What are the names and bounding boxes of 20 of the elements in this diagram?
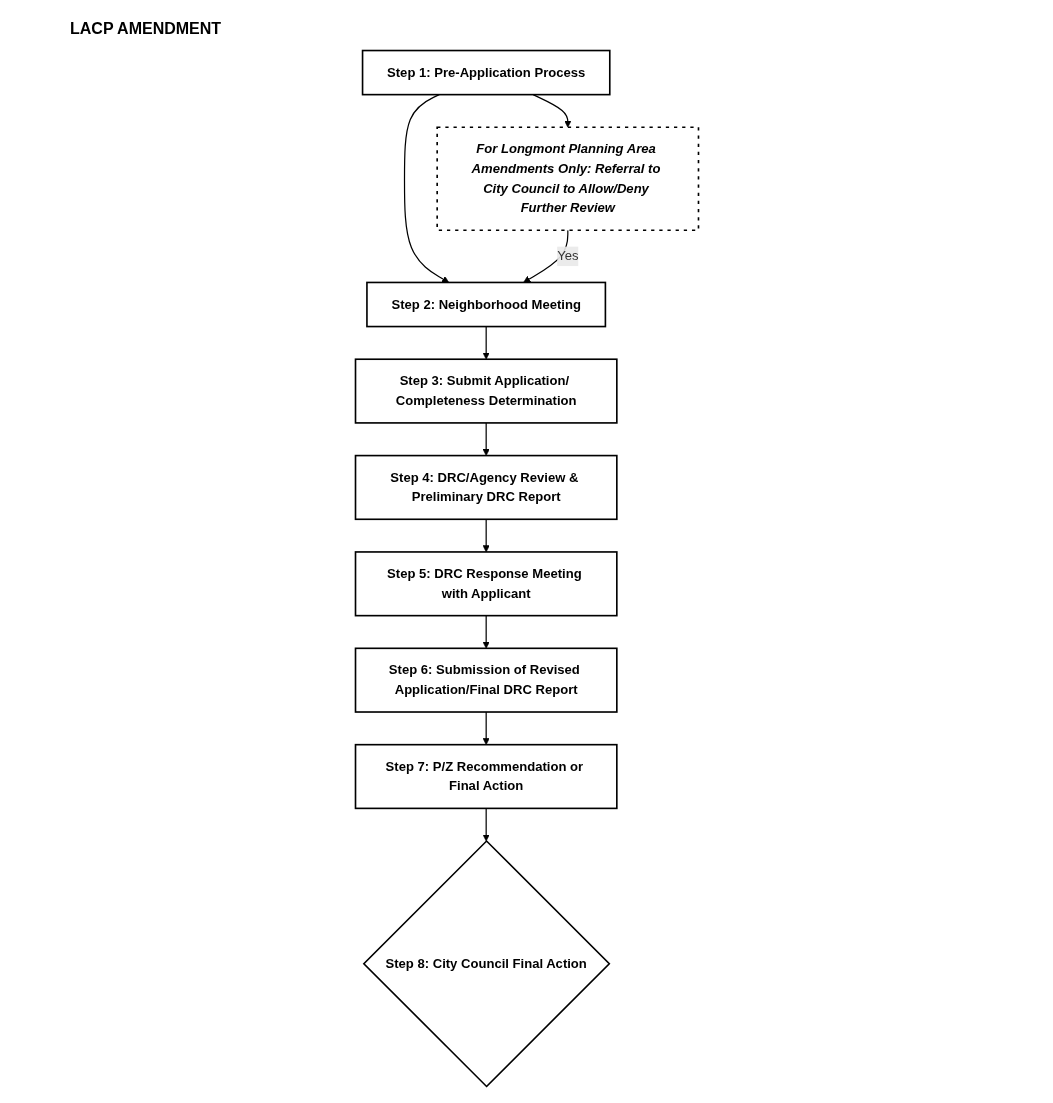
arrow — [482, 615, 490, 649]
diagram-title: LACP AMENDMENT — [70, 20, 222, 38]
arrow — [403, 94, 449, 283]
node-box: Step 2: Neighborhood Meeting — [365, 281, 606, 328]
node-box: Step 5: DRC Response Meeting with Applicant — [354, 551, 618, 617]
node-diamond: Step 8: City Council Final Action — [362, 839, 610, 1088]
node-box: Step 1: Pre-Application Process — [361, 49, 611, 96]
node-box: Step 3: Submit Application/ Completeness Determination — [354, 358, 618, 424]
arrow — [482, 807, 490, 842]
arrow — [531, 94, 571, 128]
node-box: For Longmont Planning Area Amendments Only: Referral to City Council to Allow/Deny Further Review — [435, 126, 699, 231]
arrow — [482, 518, 490, 553]
node-box: Step 4: DRC/Agency Review & Preliminary DRC Report — [354, 454, 618, 521]
arrow — [522, 229, 568, 283]
arrow — [482, 711, 490, 745]
arrow — [482, 422, 490, 456]
node-box: Step 6: Submission of Revised Application/Final DRC Report — [354, 647, 618, 713]
node-box: Step 7: P/Z Recommendation or Final Action — [354, 743, 618, 810]
arrow — [482, 325, 490, 360]
edge-label: Yes — [556, 248, 578, 263]
